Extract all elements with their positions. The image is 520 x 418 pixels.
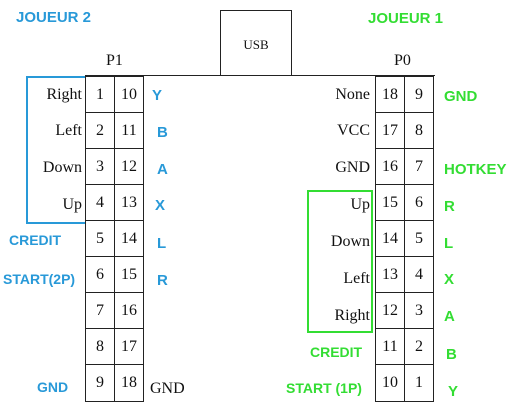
usb-label: USB xyxy=(243,37,269,52)
p0-pin-11: 11 xyxy=(375,328,405,366)
p0-button-b: B xyxy=(446,346,457,363)
p0-pin-5: 5 xyxy=(404,220,434,258)
p0-hotkey: HOTKEY xyxy=(444,161,507,178)
p1-button-a: A xyxy=(157,161,168,178)
p0-label-up: Up xyxy=(350,196,370,213)
p1-button-l: L xyxy=(157,235,167,252)
p0-pin-12: 12 xyxy=(375,292,405,330)
p1-pin-8: 8 xyxy=(85,328,115,366)
p1-pin-9: 9 xyxy=(85,364,115,402)
p1-pin-1: 1 xyxy=(85,76,115,114)
p0-button-x: X xyxy=(444,271,455,288)
p1-pin-10: 10 xyxy=(114,76,144,114)
player2-label: JOUEUR 2 xyxy=(16,9,92,26)
usb-connector: USB xyxy=(220,10,292,76)
p1-pin-15: 15 xyxy=(114,256,144,294)
p0-button-l: L xyxy=(444,235,454,252)
p0-pin-2: 2 xyxy=(404,328,434,366)
p0-pin-7: 7 xyxy=(404,148,434,186)
p0-label-right: Right xyxy=(334,307,370,324)
player1-label: JOUEUR 1 xyxy=(368,10,444,27)
p1-label: P1 xyxy=(106,52,123,69)
p1-button-b: B xyxy=(157,124,168,141)
p0-pin-14: 14 xyxy=(375,220,405,258)
p1-pin-5: 5 xyxy=(85,220,115,258)
p1-pin-7: 7 xyxy=(85,292,115,330)
p0-label-vcc: VCC xyxy=(337,122,370,139)
p0-pin-10: 10 xyxy=(375,364,405,402)
p0-label-down: Down xyxy=(330,233,370,250)
p0-label-gnd: GND xyxy=(335,159,370,176)
p0-pin-8: 8 xyxy=(404,112,434,150)
p0-pin-15: 15 xyxy=(375,184,405,222)
board-top-edge xyxy=(85,75,435,76)
p1-pin-18: 18 xyxy=(114,364,144,402)
p1-pin-3: 3 xyxy=(85,148,115,186)
p0-pin-1: 1 xyxy=(404,364,434,402)
p0-label-left: Left xyxy=(343,270,370,287)
p0-pin-9: 9 xyxy=(404,76,434,114)
p1-label-right: Right xyxy=(46,86,82,103)
p1-pin-11: 11 xyxy=(114,112,144,150)
p1-credit-label: CREDIT xyxy=(310,344,363,360)
p1-pin-6: 6 xyxy=(85,256,115,294)
p1-button-r: R xyxy=(157,272,168,289)
p1-start-label: START (1P) xyxy=(286,380,362,396)
p1-button-x: X xyxy=(155,197,166,214)
p0-pin-13: 13 xyxy=(375,256,405,294)
p2-gnd-label: GND xyxy=(37,379,69,395)
p0-button-y: Y xyxy=(448,383,459,400)
p1-label-up: Up xyxy=(62,196,82,213)
p0-label: P0 xyxy=(394,52,411,69)
p1-gnd-label: GND xyxy=(150,380,185,397)
p1-button-y: Y xyxy=(152,87,163,104)
p1-label-left: Left xyxy=(55,122,82,139)
p0-pin-16: 16 xyxy=(375,148,405,186)
p0-label-none: None xyxy=(335,86,370,103)
p0-pin-6: 6 xyxy=(404,184,434,222)
p0-pin-18: 18 xyxy=(375,76,405,114)
p1-pin-16: 16 xyxy=(114,292,144,330)
p1-pin-12: 12 xyxy=(114,148,144,186)
p1-pin-14: 14 xyxy=(114,220,144,258)
p2-start-label: START(2P) xyxy=(3,271,76,287)
p1-pin-2: 2 xyxy=(85,112,115,150)
p0-pin-3: 3 xyxy=(404,292,434,330)
p1-pin-4: 4 xyxy=(85,184,115,222)
p2-credit-label: CREDIT xyxy=(9,232,62,248)
p0-pin-17: 17 xyxy=(375,112,405,150)
p0-button-a: A xyxy=(444,308,455,325)
p0-pin-4: 4 xyxy=(404,256,434,294)
p0-gnd-outer: GND xyxy=(444,88,478,105)
player2-direction-frame xyxy=(26,76,85,224)
p1-pin-13: 13 xyxy=(114,184,144,222)
p1-label-down: Down xyxy=(42,159,82,176)
player1-direction-frame xyxy=(307,190,373,333)
p1-pin-17: 17 xyxy=(114,328,144,366)
p0-button-r: R xyxy=(444,198,455,215)
